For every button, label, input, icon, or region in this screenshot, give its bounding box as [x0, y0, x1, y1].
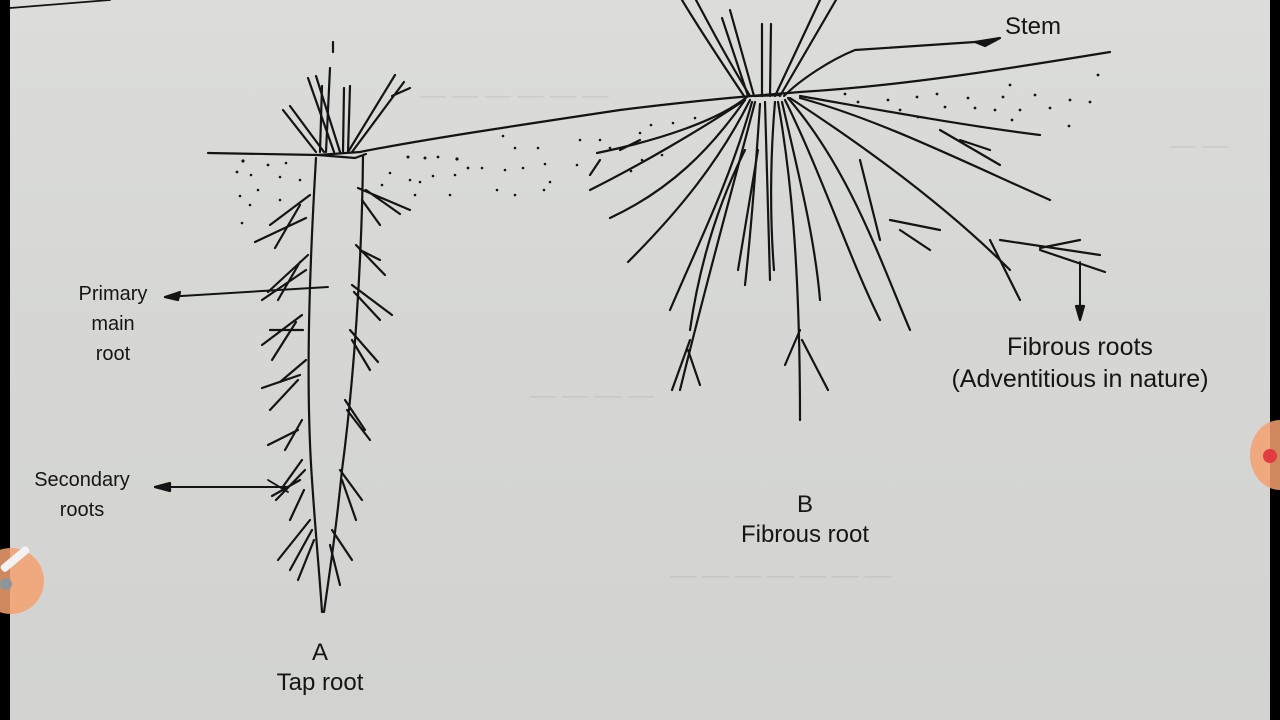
record-dot-icon: [1263, 449, 1277, 463]
bleed-through-text: — —: [1170, 130, 1229, 159]
panel-b-caption: B Fibrous root: [740, 491, 870, 548]
stem-label: Stem: [1005, 13, 1062, 40]
bleed-through-text: — — — — — —: [420, 80, 609, 109]
fibrous-roots-label: Fibrous roots (Adventitious in nature): [951, 333, 1209, 393]
bleed-through-text: — — — —: [530, 380, 654, 409]
tap-root-drawing: [253, 40, 412, 614]
root-diagram: [10, 0, 1112, 614]
secondary-roots-label: Secondary roots: [34, 469, 130, 521]
fibrous-root-drawing: [588, 0, 1107, 422]
primary-main-root-label: Primary main root: [78, 283, 148, 365]
textbook-page: — — — — — — — — — — — — — — — — — — —: [10, 0, 1270, 720]
pencil-eraser-icon: [0, 578, 12, 590]
soil-dots: [235, 73, 1100, 225]
bleed-through-text: — — — — — — —: [670, 560, 891, 589]
panel-a-caption: A Tap root: [276, 639, 364, 696]
